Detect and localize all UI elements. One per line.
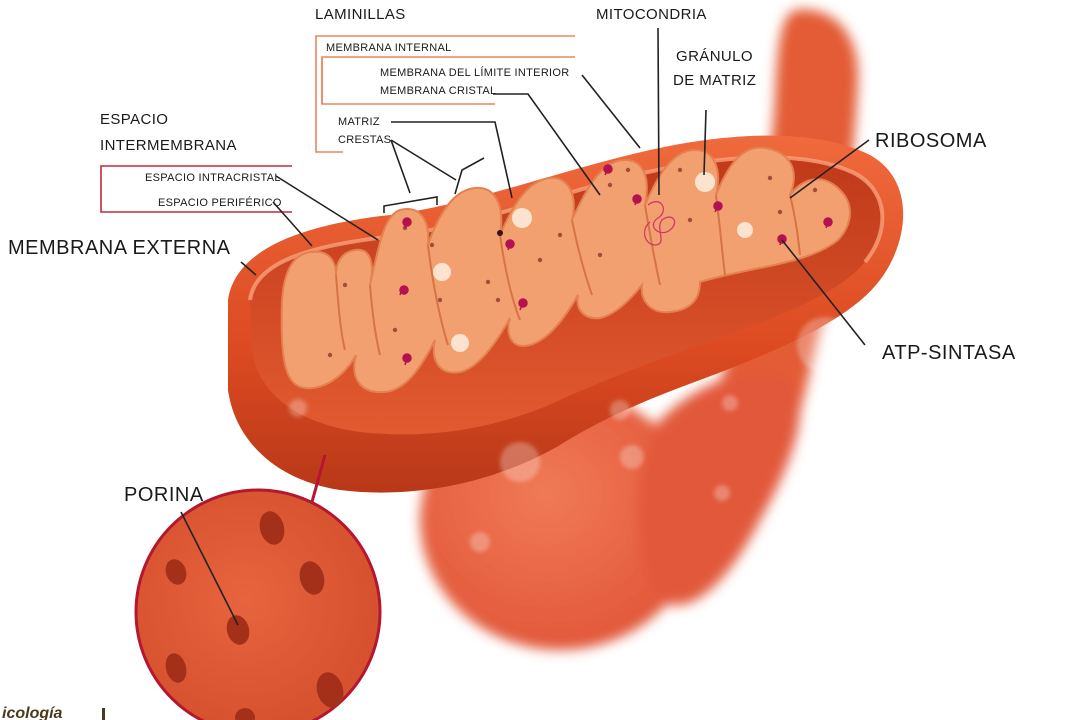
brand-logo: icología xyxy=(2,705,105,720)
label-atp-sintasa: ATP-SINTASA xyxy=(882,342,1016,364)
label-membrana-externa: MEMBRANA EXTERNA xyxy=(8,237,231,259)
label-membrana-limite-interior: MEMBRANA DEL LÍMITE INTERIOR xyxy=(380,66,570,79)
leader-lines xyxy=(180,27,870,626)
label-porina: PORINA xyxy=(124,484,204,506)
cristae xyxy=(280,146,851,394)
crestas-brackets xyxy=(383,157,485,213)
laminillas-bracket xyxy=(315,35,575,153)
label-laminillas: LAMINILLAS xyxy=(315,6,406,23)
logo-text: icología xyxy=(2,705,63,720)
label-granulo-line1: GRÁNULO xyxy=(676,48,753,65)
porin-magnification xyxy=(134,454,382,720)
label-matriz: MATRIZ xyxy=(338,116,380,128)
label-granulo-line2: DE MATRIZ xyxy=(673,72,756,89)
label-espacio-line2: INTERMEMBRANA xyxy=(100,137,237,154)
label-mitocondria: MITOCONDRIA xyxy=(596,6,707,23)
label-crestas: CRESTAS xyxy=(338,134,391,146)
label-espacio-periferico: ESPACIO PERIFÉRICO xyxy=(158,196,282,209)
label-membrana-cristal: MEMBRANA CRISTAL xyxy=(380,85,496,97)
label-ribosoma: RIBOSOMA xyxy=(875,130,987,152)
membrane-highlights xyxy=(289,317,853,669)
espacio-bracket xyxy=(100,165,292,213)
label-espacio-intracristal: ESPACIO INTRACRISTAL xyxy=(145,172,281,184)
label-membrana-internal: MEMBRANA INTERNAL xyxy=(326,42,452,54)
label-espacio-line1: ESPACIO xyxy=(100,111,168,128)
atp-synthase-particles xyxy=(399,164,833,366)
